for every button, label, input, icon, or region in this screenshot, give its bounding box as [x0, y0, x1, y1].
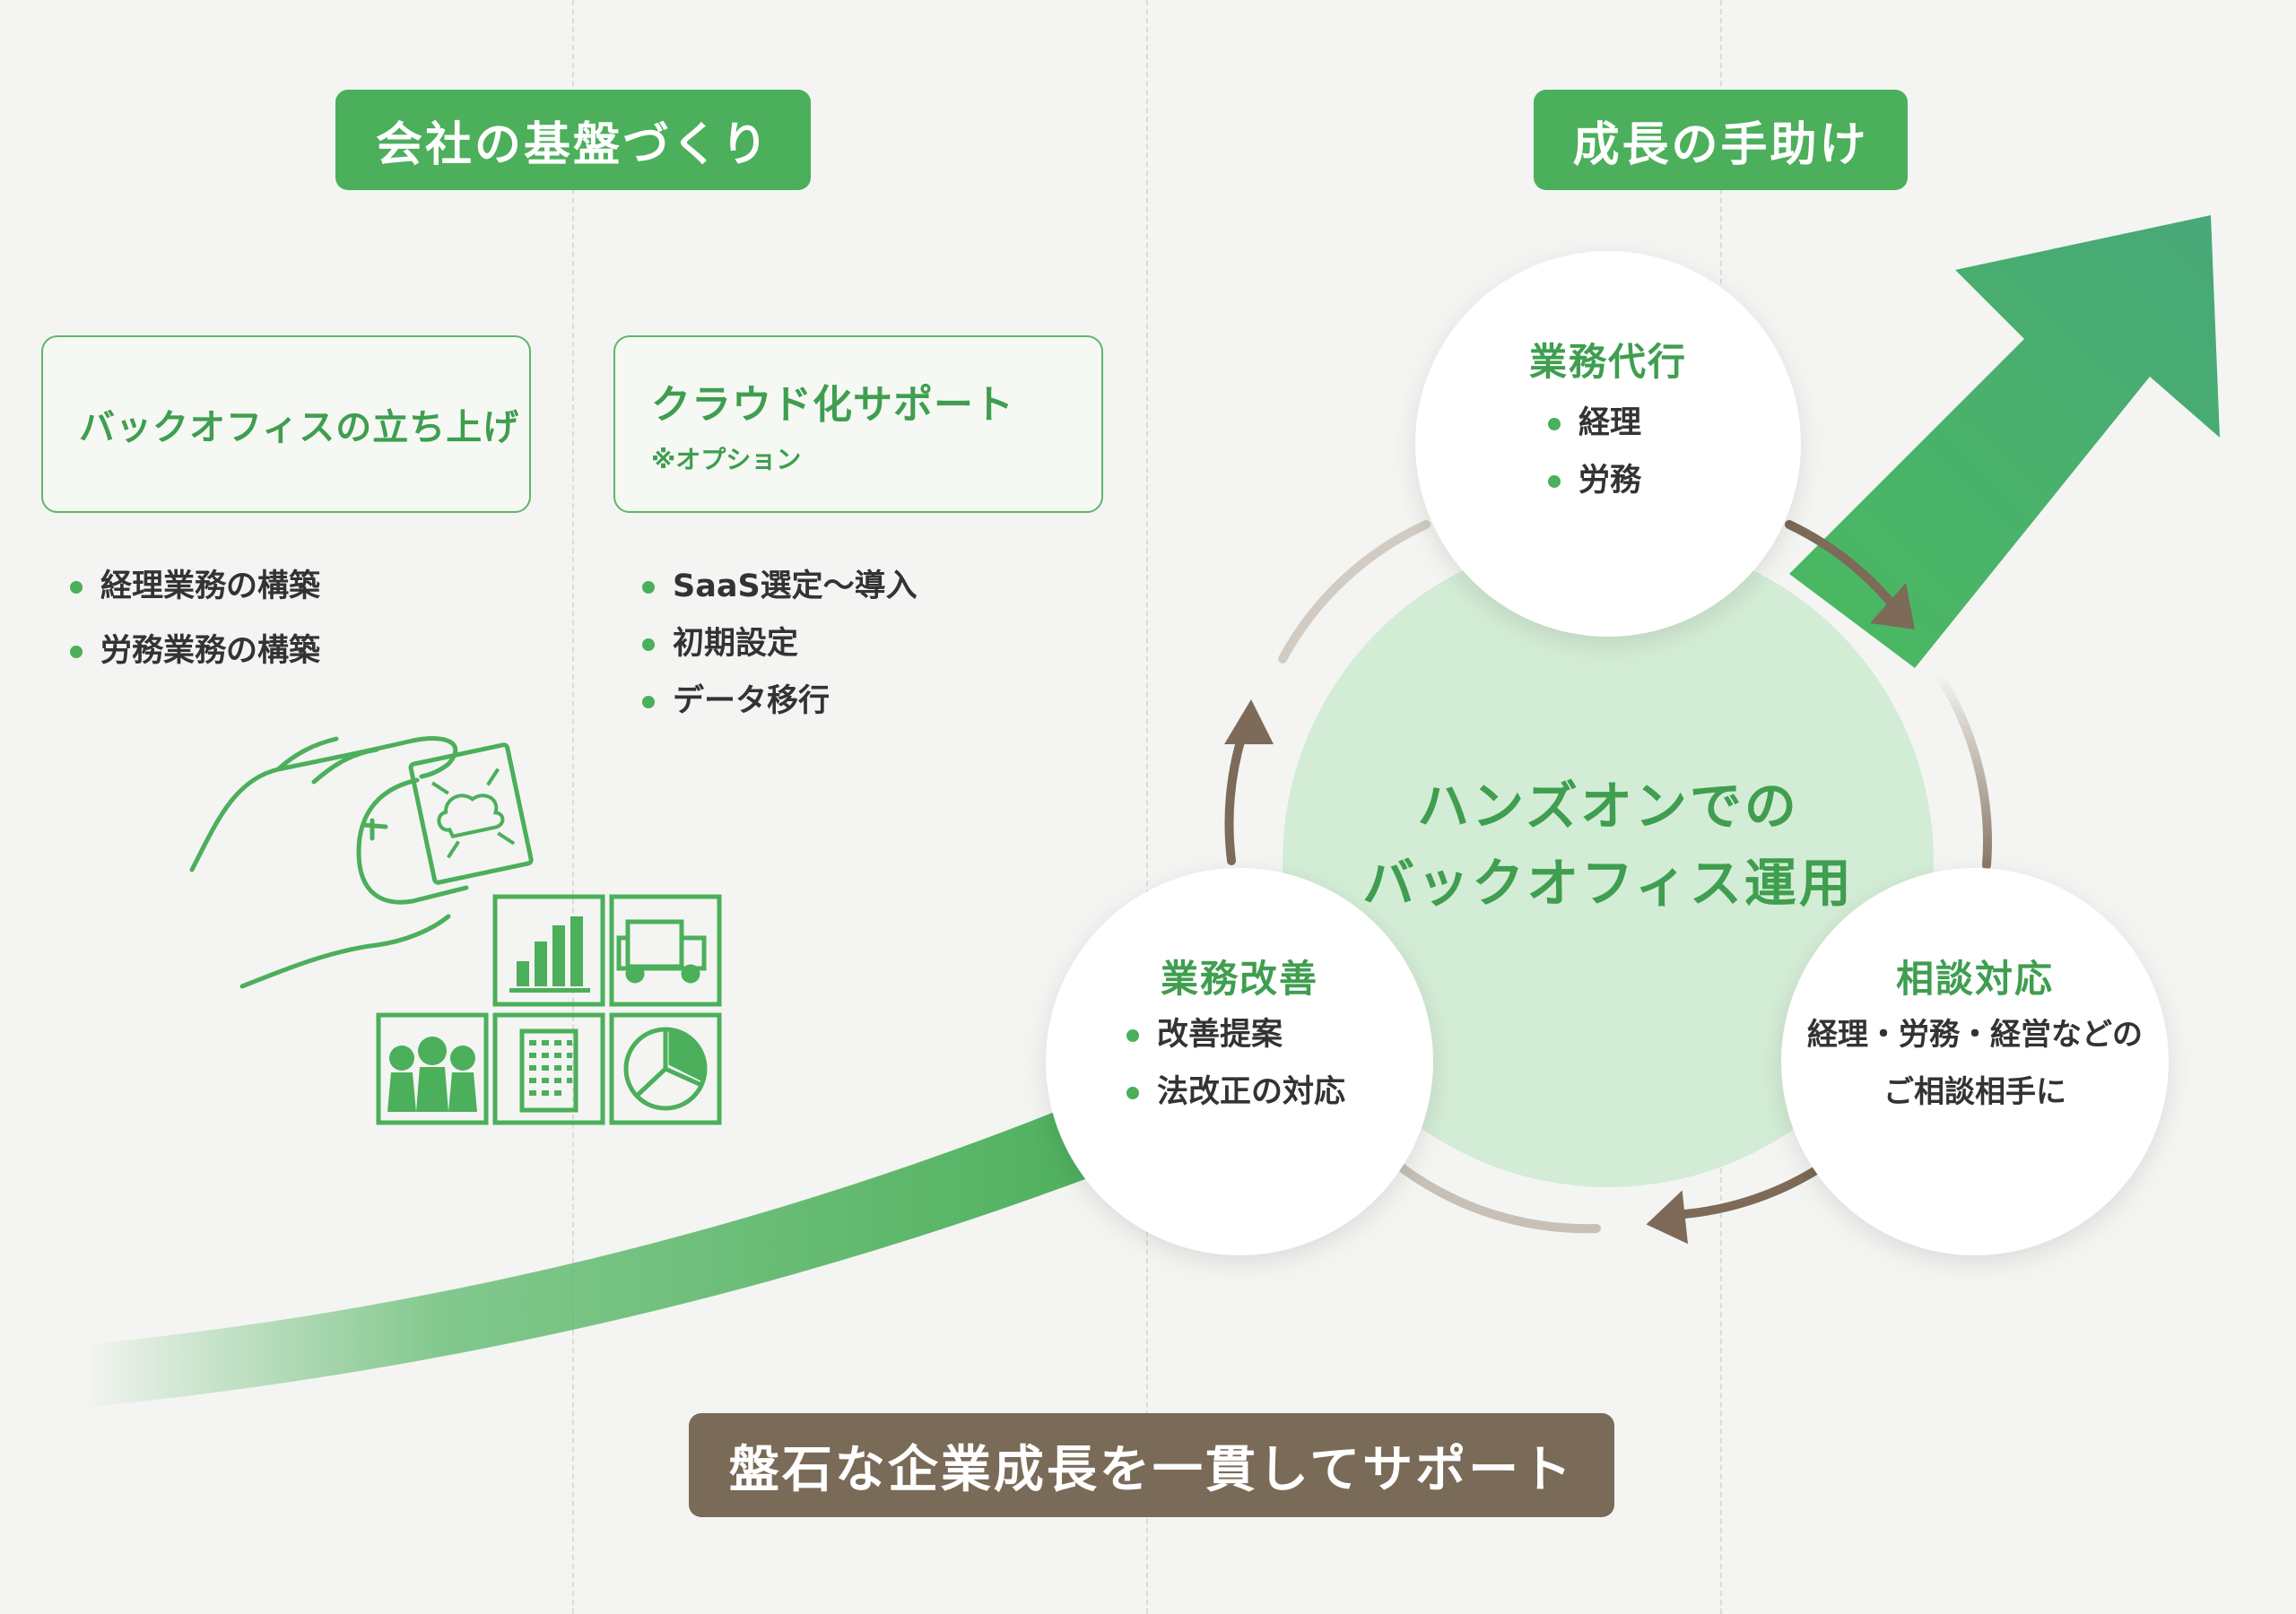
- cloud-icon: [430, 768, 516, 859]
- circle-outsourcing: 業務代行 経理 労務: [1415, 251, 1801, 637]
- box-subtitle: ※オプション: [651, 445, 802, 474]
- list-item: SaaS選定～導入: [642, 558, 918, 615]
- list-cloud: SaaS選定～導入 初期設定 データ移行: [642, 558, 918, 730]
- box-cloud-support: クラウド化サポート ※オプション: [613, 335, 1103, 513]
- list-item: 経理: [1548, 395, 1641, 452]
- header-growth-label: 成長の手助け: [1572, 117, 1869, 172]
- center-label-line2: バックオフィス運用: [1362, 853, 1854, 914]
- bar-chart-icon: [509, 916, 590, 993]
- circle-title: 相談対応: [1895, 957, 2054, 1001]
- footer-label: 盤石な企業成長を一貫してサポート: [728, 1440, 1575, 1499]
- truck-icon: [616, 919, 707, 984]
- box-title: バックオフィスの立ち上げ: [79, 407, 520, 448]
- growth-curve-arrow: [81, 1085, 1121, 1408]
- circle-title: 業務改善: [1160, 957, 1318, 1001]
- list-item: データ移行: [642, 672, 918, 730]
- center-label-line1: ハンズオンでの: [1417, 776, 1799, 837]
- circle-list: 改善提案 法改正の対応: [1126, 1006, 1345, 1121]
- cycle-arrow-bottom-left: [1395, 1161, 1601, 1234]
- cycle-arrow-left: [1224, 731, 1247, 865]
- cycle-arrowhead: [1224, 699, 1274, 744]
- building-icon: [519, 1028, 578, 1113]
- list-item: 法改正の対応: [1126, 1063, 1345, 1121]
- header-growth: 成長の手助け: [1534, 90, 1908, 190]
- illustration: [189, 736, 722, 1125]
- growth-diagonal-arrow: [1789, 215, 2220, 668]
- cycle-arrow-upper-left: [1278, 520, 1431, 664]
- list-item: 労務業務の構築: [70, 622, 320, 680]
- list-item: 経理業務の構築: [70, 558, 320, 615]
- cycle-arrowhead: [1870, 583, 1915, 629]
- circle-text: 経理・労務・経営などの ご相談相手に: [1781, 1006, 2169, 1121]
- circle-list: 経理 労務: [1548, 395, 1641, 509]
- list-item: 初期設定: [642, 615, 918, 672]
- cycle-arrowhead: [1646, 1190, 1689, 1245]
- footer-banner: 盤石な企業成長を一貫してサポート: [689, 1413, 1614, 1517]
- cycle-arrow-top-right: [1785, 520, 1901, 614]
- circle-title: 業務代行: [1528, 340, 1687, 384]
- cycle-arrow-right: [1933, 668, 1993, 870]
- box-title: クラウド化サポート: [651, 382, 1014, 428]
- divider-line: [572, 0, 574, 1614]
- center-label: ハンズオンでの バックオフィス運用: [1283, 768, 1934, 922]
- cycle-arrow-bottom: [1668, 1166, 1821, 1219]
- list-item: 労務: [1548, 452, 1641, 509]
- box-backoffice-launch: バックオフィスの立ち上げ: [41, 335, 531, 513]
- hand-icon: [189, 736, 458, 989]
- pie-chart-icon: [623, 1027, 708, 1111]
- people-icon: [387, 1037, 477, 1112]
- list-backoffice: 経理業務の構築 労務業務の構築: [70, 558, 320, 680]
- header-foundation: 会社の基盤づくり: [335, 90, 811, 190]
- circle-text-line2: ご相談相手に: [1883, 1074, 2066, 1110]
- circle-improvement: 業務改善 改善提案 法改正の対応: [1046, 868, 1433, 1255]
- circle-consultation: 相談対応 経理・労務・経営などの ご相談相手に: [1781, 868, 2169, 1255]
- header-foundation-label: 会社の基盤づくり: [375, 117, 770, 172]
- divider-line: [1146, 0, 1148, 1614]
- list-item: 改善提案: [1126, 1006, 1345, 1063]
- circle-text-line1: 経理・労務・経営などの: [1807, 1017, 2143, 1053]
